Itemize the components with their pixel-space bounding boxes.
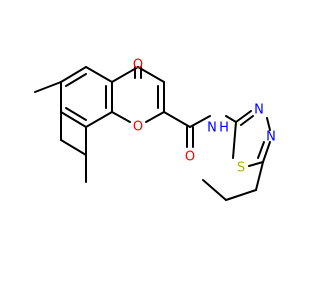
amide-hydrogen-label: H	[219, 121, 229, 136]
thiadiazole-nitrogen-right-label: N	[266, 130, 276, 145]
bond-propyl-2	[225, 189, 257, 201]
bond-benz-4	[85, 111, 113, 128]
bond-benz-5	[60, 111, 87, 128]
bond-camide-n	[189, 115, 211, 128]
amide-nitrogen-label: N	[207, 121, 217, 136]
bond-c8-c7	[60, 139, 87, 156]
bond-methyl-top	[34, 81, 62, 93]
bond-benz-5-double	[65, 107, 87, 121]
bond-propyl-1	[255, 161, 264, 191]
bond-propyl-3	[202, 179, 227, 201]
ring-oxygen-label: O	[133, 120, 143, 135]
atom-labels: O O O N H N N S	[133, 58, 276, 176]
bond-c4-c3	[137, 66, 165, 83]
bond-td-n3-n4	[266, 117, 271, 131]
bond-benz-1	[60, 66, 87, 83]
bond-td-c2-n3	[235, 110, 252, 123]
bond-o1-c8a	[111, 111, 131, 123]
bond-td-n4-c5	[262, 141, 271, 163]
bond-td-n4-c5-double	[257, 141, 265, 159]
bonds	[34, 66, 271, 201]
bond-td-s-c2	[232, 121, 237, 159]
structure-canvas: O O O N H N N S	[34, 58, 276, 201]
bond-benz-1-double	[65, 73, 87, 87]
bond-td-c2-n3-double	[240, 115, 254, 126]
bond-c2-camide	[163, 111, 191, 128]
thiadiazole-sulfur-label: S	[237, 161, 245, 176]
molecule-diagram: O O O N H N N S	[34, 58, 276, 201]
bond-c2-o1	[145, 111, 165, 123]
bond-benz-2	[85, 66, 113, 83]
bond-n-ctd	[225, 115, 237, 123]
thiadiazole-nitrogen-top-label: N	[254, 103, 264, 118]
ketone-oxygen-label: O	[133, 58, 143, 73]
bond-td-c5-s	[248, 161, 264, 167]
bond-c4a-c4	[111, 66, 139, 83]
amide-oxygen-label: O	[185, 150, 195, 165]
